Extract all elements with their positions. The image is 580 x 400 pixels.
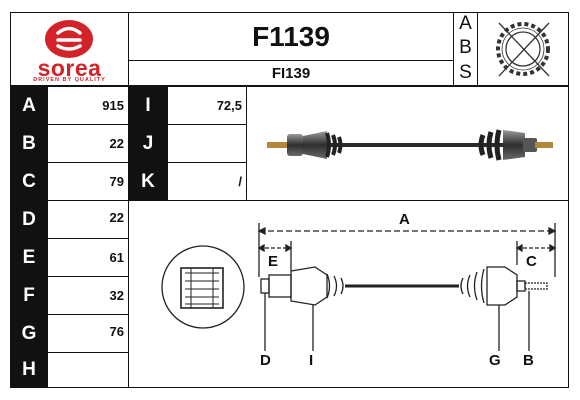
diagram-label-i: I — [309, 352, 314, 369]
dim-value-g: 76 — [47, 314, 129, 353]
dim-value-a: 915 — [47, 86, 129, 125]
abs-letter-b: B — [459, 37, 472, 58]
dim-value-d: 22 — [47, 200, 129, 239]
dim-label-f: F — [10, 276, 48, 315]
dim-label-d: D — [10, 200, 48, 239]
product-photo-cell — [246, 86, 569, 201]
dim-value-k: / — [167, 162, 247, 201]
sorea-logo-icon — [45, 20, 93, 58]
dim-label-j: J — [128, 124, 168, 163]
diagram-label-b: B — [523, 352, 534, 369]
dim-label-i: I — [128, 86, 168, 125]
abs-ring-crossed-icon — [496, 22, 550, 77]
dim-value-j — [167, 124, 247, 163]
dim-label-h: H — [10, 352, 48, 388]
part-reference-title: F1139 — [128, 12, 454, 61]
technical-diagram-cell: A E C D I G B — [128, 200, 569, 388]
part-reference: F1139 — [252, 20, 330, 52]
dim-label-b: B — [10, 124, 48, 163]
dim-value-h — [47, 352, 129, 388]
abs-symbol-cell — [477, 12, 569, 86]
dim-value-e: 61 — [47, 238, 129, 277]
brand-tagline: DRIVEN BY QUALITY — [33, 77, 106, 83]
dim-label-a: A — [10, 86, 48, 125]
dim-value-c: 79 — [47, 162, 129, 201]
diagram-label-e: E — [268, 253, 279, 270]
part-alt-reference: FI139 — [271, 64, 311, 82]
dim-label-k: K — [128, 162, 168, 201]
diagram-label-a: A — [399, 211, 410, 228]
abs-letter-s: S — [459, 62, 472, 83]
dim-value-b: 22 — [47, 124, 129, 163]
brand-name: sorea — [37, 55, 102, 81]
dim-label-c: C — [10, 162, 48, 201]
dim-label-e: E — [10, 238, 48, 277]
dim-label-g: G — [10, 314, 48, 353]
diagram-label-d: D — [260, 352, 271, 369]
abs-letter-a: A — [459, 13, 472, 34]
dim-value-i: 72,5 — [167, 86, 247, 125]
diagram-label-c: C — [526, 253, 537, 270]
brand-logo-area: sorea DRIVEN BY QUALITY — [10, 12, 129, 86]
diagram-label-g: G — [489, 352, 501, 369]
part-alt-reference-cell: FI139 — [128, 60, 454, 86]
drive-shaft-diagram — [161, 223, 557, 351]
abs-label-cell: A B S — [453, 12, 478, 86]
dim-value-f: 32 — [47, 276, 129, 315]
drive-shaft-photo — [267, 129, 553, 161]
